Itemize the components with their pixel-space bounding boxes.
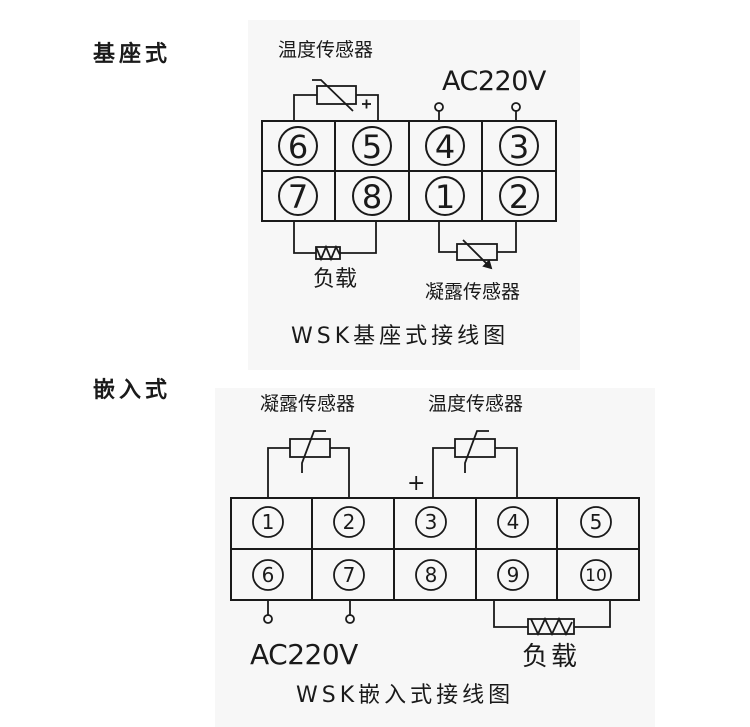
base-caption: WSK基座式接线图 [291, 324, 510, 349]
embedded-power-posts [263, 600, 355, 624]
embedded-temp-sensor-label: 温度传感器 [428, 393, 524, 415]
base-temp-sensor-wiring [293, 79, 379, 121]
embedded-plus-sign: + [407, 471, 426, 496]
base-terminal-5: 5 [362, 128, 382, 166]
embedded-section-title: 嵌入式 [93, 378, 172, 403]
embedded-power-label: AC220V [250, 638, 358, 671]
base-condensation-sensor-label: 凝露传感器 [425, 281, 521, 303]
base-load-label: 负载 [313, 267, 358, 292]
base-terminal-2: 2 [509, 178, 529, 216]
base-terminal-6: 6 [288, 128, 308, 166]
base-power-posts [434, 102, 521, 121]
embedded-load-label: 负载 [522, 642, 581, 672]
embedded-terminal-9: 9 [507, 563, 520, 587]
base-terminal-4: 4 [435, 128, 455, 166]
base-diagram-panel [248, 20, 580, 370]
embedded-condensation-sensor-label: 凝露传感器 [260, 393, 356, 415]
embedded-terminal-3: 3 [425, 510, 438, 534]
base-terminal-8: 8 [362, 178, 382, 216]
embedded-diagram-panel [215, 388, 655, 727]
embedded-caption: WSK嵌入式接线图 [296, 683, 515, 708]
base-terminal-numbers: 6 5 4 3 7 8 1 2 [288, 128, 529, 216]
embedded-terminal-numbers: 1 2 3 4 5 6 7 8 9 10 [262, 510, 607, 587]
embedded-terminal-block [230, 497, 640, 601]
base-terminal-1: 1 [435, 178, 455, 216]
embedded-temp-sensor-wiring [432, 430, 518, 498]
embedded-terminal-circles [252, 506, 612, 591]
embedded-terminal-2: 2 [343, 510, 356, 534]
embedded-condensation-wiring [267, 430, 350, 498]
base-condensation-wiring [438, 221, 517, 270]
base-power-label: AC220V [442, 66, 546, 97]
embedded-terminal-6: 6 [262, 563, 275, 587]
base-plus-sign [362, 99, 371, 109]
base-section-title: 基座式 [93, 42, 172, 67]
embedded-terminal-1: 1 [262, 510, 275, 534]
embedded-terminal-10: 10 [585, 566, 607, 586]
base-load-wiring [293, 221, 377, 262]
embedded-terminal-5: 5 [590, 510, 603, 534]
base-temp-sensor-label: 温度传感器 [278, 39, 374, 61]
base-terminal-7: 7 [288, 178, 308, 216]
embedded-terminal-4: 4 [507, 510, 520, 534]
base-terminal-block [261, 120, 557, 222]
base-terminal-circles [278, 126, 539, 216]
embedded-terminal-7: 7 [343, 563, 356, 587]
base-terminal-3: 3 [509, 128, 529, 166]
embedded-terminal-8: 8 [425, 563, 438, 587]
embedded-load-wiring [493, 600, 611, 637]
